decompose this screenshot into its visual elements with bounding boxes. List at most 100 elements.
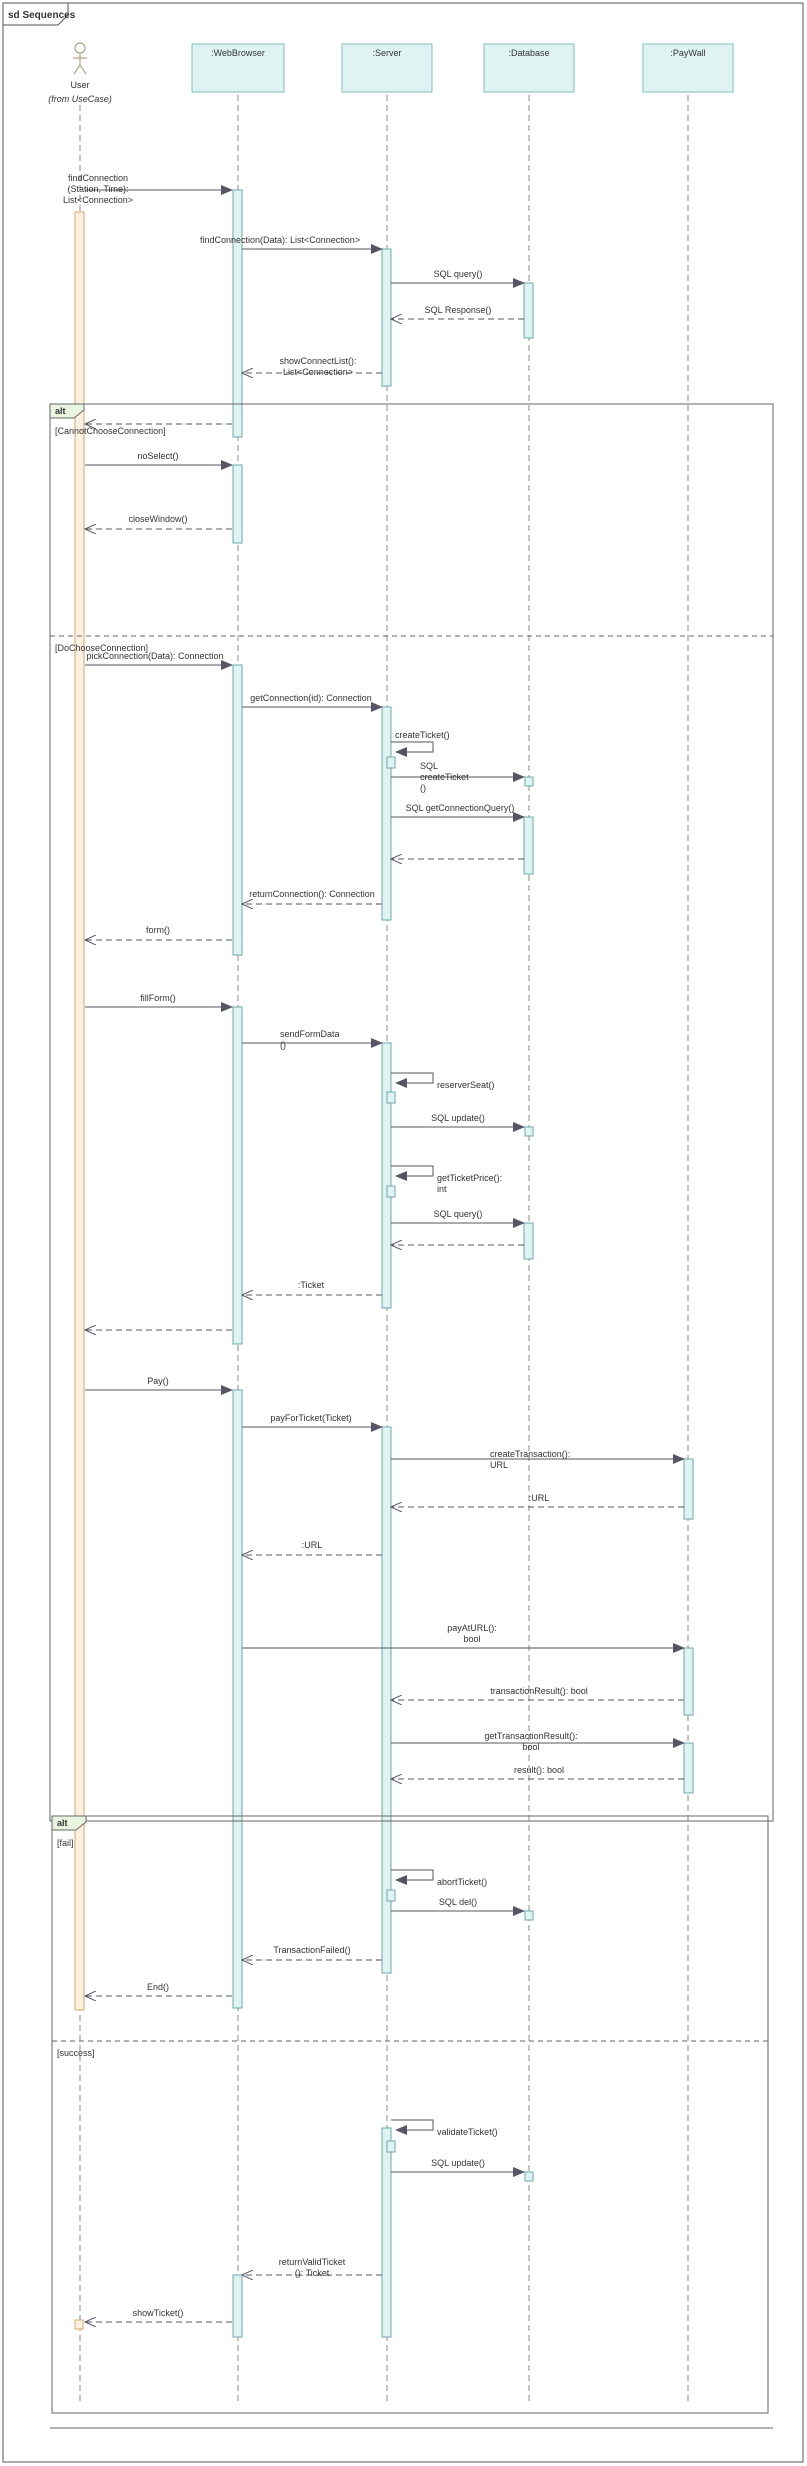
- message[interactable]: SQL Response(): [391, 305, 524, 319]
- message-label: SQL: [420, 761, 438, 771]
- activation-bar: [523, 816, 534, 875]
- message[interactable]: getTicketPrice():int: [391, 1165, 502, 1194]
- activation-bar: [524, 776, 534, 787]
- message-label: createTicket(): [395, 730, 450, 740]
- message[interactable]: :URL: [242, 1540, 382, 1555]
- message[interactable]: payForTicket(Ticket): [242, 1413, 383, 1432]
- message[interactable]: returnValidTicket(): Ticket: [242, 2257, 382, 2278]
- message-label: showConnectList():: [279, 356, 356, 366]
- activation-bar: [386, 1091, 396, 1104]
- message-label: (): [280, 1040, 286, 1050]
- message-label: SQL Response(): [425, 305, 492, 315]
- message[interactable]: getConnection(id): Connection: [242, 693, 383, 712]
- message[interactable]: SQL query(): [391, 1209, 525, 1228]
- message[interactable]: createTransaction():URL: [391, 1449, 685, 1470]
- participant-label: :Database: [508, 48, 549, 58]
- message-label: noSelect(): [137, 451, 178, 461]
- message-label: SQL query(): [434, 1209, 483, 1219]
- message-label: validateTicket(): [437, 2127, 498, 2137]
- message[interactable]: fillForm(): [85, 993, 233, 1012]
- message-label: SQL update(): [431, 2158, 485, 2168]
- participant-paywall[interactable]: :PayWall: [642, 43, 734, 93]
- self-call-arrow: [391, 2119, 434, 2135]
- activation-bar: [232, 189, 243, 438]
- participant-server[interactable]: :Server: [341, 43, 433, 93]
- message[interactable]: SQL query(): [391, 269, 525, 288]
- message-label: sendFormData: [280, 1029, 340, 1039]
- message[interactable]: reserverSeat(): [391, 1072, 495, 1090]
- message-label: (): Ticket: [295, 2268, 330, 2278]
- message[interactable]: SQL update(): [391, 1113, 525, 1132]
- message-label: SQL update(): [431, 1113, 485, 1123]
- activation-bar: [524, 1126, 534, 1137]
- activation-user-small: [74, 2319, 84, 2330]
- message-label: reserverSeat(): [437, 1080, 495, 1090]
- message-label: returnValidTicket: [279, 2257, 346, 2267]
- message[interactable]: abortTicket(): [391, 1869, 487, 1887]
- activations-server: [381, 248, 396, 2338]
- message[interactable]: returnConnection(): Connection: [242, 889, 382, 904]
- message[interactable]: createTicket(): [391, 730, 450, 757]
- message[interactable]: Pay(): [85, 1376, 233, 1395]
- message-label: (): [420, 783, 426, 793]
- message[interactable]: sendFormData(): [242, 1029, 383, 1050]
- self-call-arrow: [391, 1869, 434, 1885]
- message[interactable]: SQL update(): [391, 2158, 525, 2177]
- message-label: findConnection: [68, 173, 128, 183]
- activation-bar: [386, 1185, 396, 1198]
- message-label: (Station, Time):: [67, 184, 128, 194]
- message-label: payForTicket(Ticket): [270, 1413, 351, 1423]
- message-label: SQL getConnectionQuery(): [406, 803, 515, 813]
- message-label: pickConnection(Data): Connection: [86, 651, 223, 661]
- fragment-operator: alt: [55, 406, 66, 416]
- message-label: SQL query(): [434, 269, 483, 279]
- activation-bar: [386, 2140, 396, 2153]
- message[interactable]: transactionResult(): bool: [391, 1686, 684, 1700]
- message[interactable]: findConnection(Data): List<Connection>: [200, 235, 383, 254]
- activation-bar: [381, 248, 392, 387]
- message[interactable]: pickConnection(Data): Connection: [85, 651, 233, 670]
- message[interactable]: validateTicket(): [391, 2119, 498, 2137]
- activations-browser: [232, 189, 243, 2338]
- message[interactable]: SQL del(): [391, 1897, 525, 1916]
- activation-bar: [381, 706, 392, 921]
- message[interactable]: showConnectList():List<Connection>: [242, 356, 382, 377]
- self-call-arrow: [391, 1165, 434, 1181]
- activation-bar: [386, 756, 396, 769]
- message[interactable]: :URL: [391, 1493, 684, 1507]
- activation-bar: [523, 1222, 534, 1260]
- fragment-alt-2[interactable]: alt [fail] [success]: [51, 1815, 769, 2414]
- activation-bar: [381, 1042, 392, 1309]
- message[interactable]: noSelect(): [85, 451, 233, 470]
- message[interactable]: closeWindow(): [85, 514, 232, 529]
- message-label: createTransaction():: [490, 1449, 570, 1459]
- message[interactable]: findConnection(Station, Time):List<Conne…: [63, 173, 233, 205]
- message[interactable]: TransactionFailed(): [242, 1945, 382, 1960]
- message-label: getConnection(id): Connection: [250, 693, 372, 703]
- message[interactable]: form(): [85, 925, 232, 940]
- participant-database[interactable]: :Database: [483, 43, 575, 93]
- fragment-guard: [DoChooseConnection]: [55, 643, 148, 653]
- activation-bar: [232, 1389, 243, 2009]
- message-label: :Ticket: [298, 1280, 325, 1290]
- activation-bar: [524, 1910, 534, 1921]
- message[interactable]: result(): bool: [391, 1765, 684, 1779]
- message[interactable]: getTransactionResult():bool: [391, 1731, 685, 1752]
- message-label: bool: [463, 1634, 480, 1644]
- stick-figure-icon: [73, 42, 87, 75]
- frame-title: sd Sequences: [8, 10, 76, 21]
- actor-note: (from UseCase): [48, 94, 112, 104]
- fragment-alt-1[interactable]: alt [CannotChooseConnection] [DoChooseCo…: [49, 403, 774, 1822]
- message[interactable]: :Ticket: [242, 1280, 382, 1295]
- message[interactable]: SQL getConnectionQuery(): [391, 803, 525, 822]
- message-label: List<Connection>: [283, 367, 353, 377]
- message-label: :URL: [302, 1540, 323, 1550]
- message[interactable]: End(): [85, 1982, 232, 1996]
- message[interactable]: payAtURL():bool: [242, 1623, 685, 1653]
- participant-browser[interactable]: :WebBrowser: [191, 43, 285, 93]
- message[interactable]: showTicket(): [85, 2308, 232, 2322]
- activation-bar: [232, 464, 243, 544]
